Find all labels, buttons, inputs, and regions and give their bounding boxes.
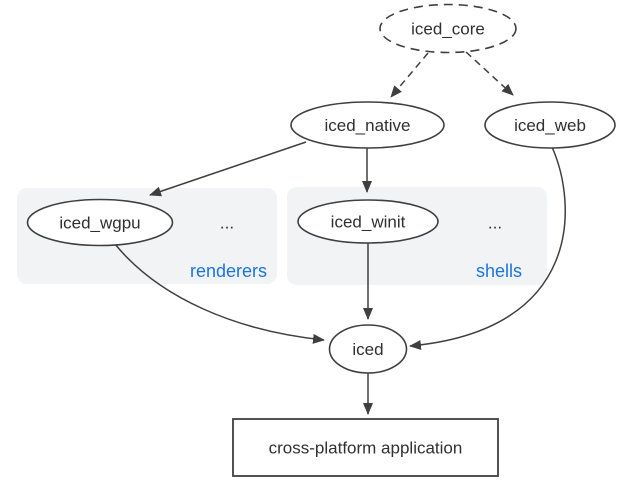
renderers-ellipsis: ...	[220, 214, 234, 233]
node-label-iced-wgpu: iced_wgpu	[59, 214, 140, 233]
iced-wgpu-ellipse	[26, 198, 174, 247]
node-label-iced: iced	[352, 340, 383, 359]
iced-native-ellipse	[290, 101, 445, 149]
iced-winit-ellipse	[297, 199, 439, 244]
node-label-application: cross-platform application	[269, 439, 463, 458]
node-label-iced-core: iced_core	[411, 20, 485, 39]
node-iced-wgpu: iced_wgpu	[26, 198, 174, 247]
edge-iced-core-to-iced-web	[465, 51, 514, 96]
edge-iced-native-to-iced-wgpu	[149, 141, 307, 197]
edge-iced-core-to-iced-native	[390, 52, 429, 98]
node-iced-core: iced_core	[379, 3, 517, 54]
node-label-iced-winit: iced_winit	[331, 213, 406, 232]
iced-ellipse	[328, 324, 408, 374]
node-label-iced-web: iced_web	[514, 116, 586, 135]
iced-core-ellipse	[379, 3, 517, 54]
node-iced: iced	[328, 324, 408, 374]
node-iced-web: iced_web	[484, 101, 616, 149]
application-rect	[232, 418, 499, 477]
edge-iced-web-to-iced	[409, 146, 566, 350]
renderers-group-label: renderers	[190, 261, 267, 281]
shells-ellipsis: ...	[488, 214, 502, 233]
edge-iced-wgpu-to-iced	[114, 243, 325, 344]
node-iced-winit: iced_winit	[297, 199, 439, 244]
node-label-iced-native: iced_native	[324, 116, 410, 135]
node-iced-native: iced_native	[290, 101, 445, 149]
node-cross-platform-application: cross-platform application	[232, 418, 499, 477]
shells-group-label: shells	[476, 261, 522, 281]
iced-web-ellipse	[484, 101, 616, 149]
